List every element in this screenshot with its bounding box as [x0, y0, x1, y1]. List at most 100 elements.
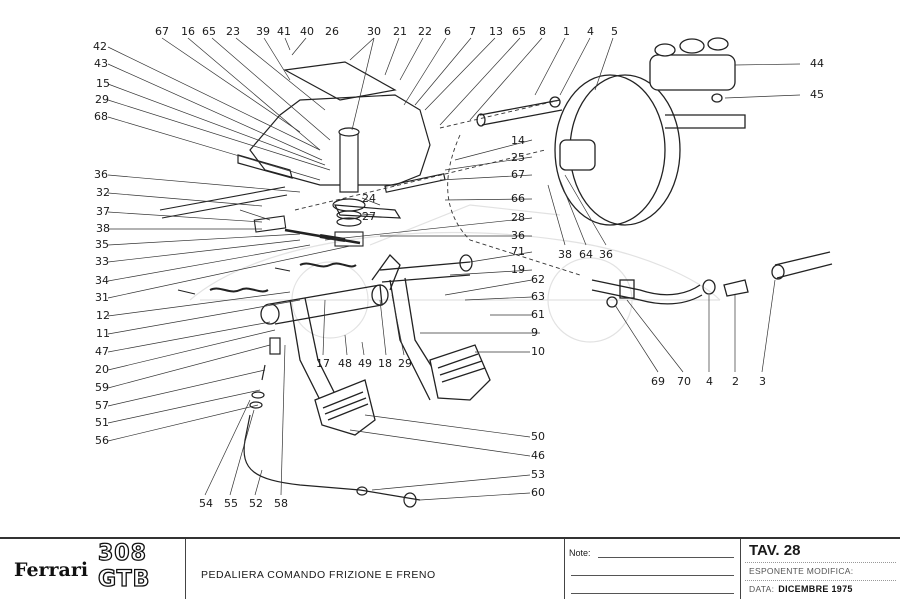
callout-67b: 67 [511, 168, 525, 181]
callout-29: 29 [95, 93, 109, 106]
callout-27: 27 [362, 210, 376, 223]
callout-66: 66 [511, 192, 525, 205]
callout-70: 70 [677, 375, 691, 388]
callout-20: 20 [95, 363, 109, 376]
callout-8: 8 [539, 25, 546, 38]
notes-line [598, 557, 734, 558]
callout-46: 46 [531, 449, 545, 462]
table-number: TAV. 28 [749, 542, 801, 559]
callout-24: 24 [362, 192, 376, 205]
callout-59: 59 [95, 381, 109, 394]
callout-47: 47 [95, 345, 109, 358]
callout-68: 68 [94, 110, 108, 123]
callout-57: 57 [95, 399, 109, 412]
callout-65b: 65 [512, 25, 526, 38]
callout-14: 14 [511, 134, 525, 147]
callout-63: 63 [531, 290, 545, 303]
pedal-box-housing [237, 61, 446, 227]
callout-7: 7 [469, 25, 476, 38]
callout-10: 10 [531, 345, 545, 358]
callout-1: 1 [563, 25, 570, 38]
ferrari-logo: Ferrari [14, 559, 89, 581]
callout-5: 5 [611, 25, 618, 38]
vacuum-hose [591, 251, 833, 308]
model-variant: GTB [97, 567, 151, 592]
callout-61: 61 [531, 308, 545, 321]
callout-19: 19 [511, 263, 525, 276]
callout-2: 2 [732, 375, 739, 388]
callout-38b: 38 [558, 248, 572, 261]
callout-13: 13 [489, 25, 503, 38]
callout-35: 35 [95, 238, 109, 251]
callout-55: 55 [224, 497, 238, 510]
callout-69: 69 [651, 375, 665, 388]
callout-32: 32 [96, 186, 110, 199]
callout-4b: 4 [706, 375, 713, 388]
callout-44: 44 [810, 57, 824, 70]
callout-36: 36 [94, 168, 108, 181]
separator [745, 580, 896, 581]
callout-31: 31 [95, 291, 109, 304]
callout-56: 56 [95, 434, 109, 447]
callout-54: 54 [199, 497, 213, 510]
callout-62: 62 [531, 273, 545, 286]
callout-50: 50 [531, 430, 545, 443]
callout-29b: 29 [398, 357, 412, 370]
callout-9: 9 [531, 326, 538, 339]
date-row: DATA:DICEMBRE 1975 [749, 584, 853, 594]
callout-17: 17 [316, 357, 330, 370]
callout-41: 41 [277, 25, 291, 38]
title-cell: PEDALIERA COMANDO FRIZIONE E FRENO [186, 539, 566, 599]
callout-51: 51 [95, 416, 109, 429]
title-block: Ferrari 308 GTB PEDALIERA COMANDO FRIZIO… [0, 537, 900, 599]
notes-cell: Note: [564, 539, 741, 599]
callout-18: 18 [378, 357, 392, 370]
callout-6: 6 [444, 25, 451, 38]
callout-67: 67 [155, 25, 169, 38]
callout-58: 58 [274, 497, 288, 510]
logo-cell: Ferrari 308 GTB [0, 539, 186, 599]
callout-48: 48 [338, 357, 352, 370]
callout-33: 33 [95, 255, 109, 268]
callout-37: 37 [96, 205, 110, 218]
callout-21: 21 [393, 25, 407, 38]
date-value: DICEMBRE 1975 [778, 584, 853, 594]
callout-26: 26 [325, 25, 339, 38]
revision-label: ESPONENTE MODIFICA: [749, 566, 854, 576]
callout-39: 39 [256, 25, 270, 38]
callout-42: 42 [93, 40, 107, 53]
notes-line [571, 593, 734, 594]
callout-71: 71 [511, 245, 525, 258]
callout-53: 53 [531, 468, 545, 481]
date-label: DATA: [749, 584, 775, 594]
callout-40: 40 [300, 25, 314, 38]
model-number: 308 [97, 541, 147, 566]
sheet-title: PEDALIERA COMANDO FRIZIONE E FRENO [201, 569, 436, 581]
callout-45: 45 [810, 88, 824, 101]
callout-64: 64 [579, 248, 593, 261]
callout-25: 25 [511, 151, 525, 164]
leader-lines [107, 37, 801, 501]
exploded-parts-drawing [107, 37, 833, 508]
callout-34: 34 [95, 274, 109, 287]
callout-12: 12 [96, 309, 110, 322]
callout-36c: 36 [599, 248, 613, 261]
callout-11: 11 [96, 327, 110, 340]
callout-49: 49 [358, 357, 372, 370]
callout-65: 65 [202, 25, 216, 38]
separator [745, 562, 896, 563]
brake-booster [476, 37, 746, 226]
callout-23: 23 [226, 25, 240, 38]
callout-52: 52 [249, 497, 263, 510]
callout-15: 15 [96, 77, 110, 90]
notes-label: Note: [569, 548, 591, 558]
callout-16: 16 [181, 25, 195, 38]
notes-line [571, 575, 734, 576]
callout-4: 4 [587, 25, 594, 38]
callout-36b: 36 [511, 229, 525, 242]
callout-28: 28 [511, 211, 525, 224]
callout-30: 30 [367, 25, 381, 38]
car-outline-watermark [189, 204, 721, 343]
callout-3: 3 [759, 375, 766, 388]
callout-43: 43 [94, 57, 108, 70]
